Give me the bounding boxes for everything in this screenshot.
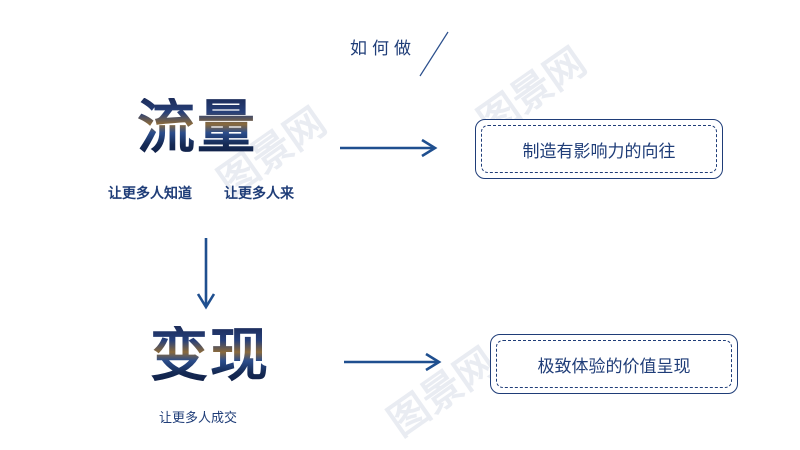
traffic-title: 流量 [137,93,258,161]
monetize-subtitle: 让更多人成交 [159,411,238,426]
arrow-right-monetize [344,352,442,372]
monetize-result-text: 极致体验的价值呈现 [537,356,691,377]
header-slash-divider [419,31,449,77]
arrow-right-traffic [340,138,438,158]
traffic-subtitle-come: 让更多人来 [224,186,294,202]
box-dashed-border [496,340,732,388]
header-title: 如何做 [350,39,416,59]
arrow-down [196,238,216,310]
monetize-title: 变现 [150,321,271,389]
traffic-result-box: 制造有影响力的向往 [475,119,723,179]
watermark: 图景网 [379,339,505,446]
traffic-result-text: 制造有影响力的向往 [522,141,676,162]
traffic-subtitle-know: 让更多人知道 [108,186,192,202]
box-dashed-border [481,125,717,173]
monetize-result-box: 极致体验的价值呈现 [490,334,738,394]
